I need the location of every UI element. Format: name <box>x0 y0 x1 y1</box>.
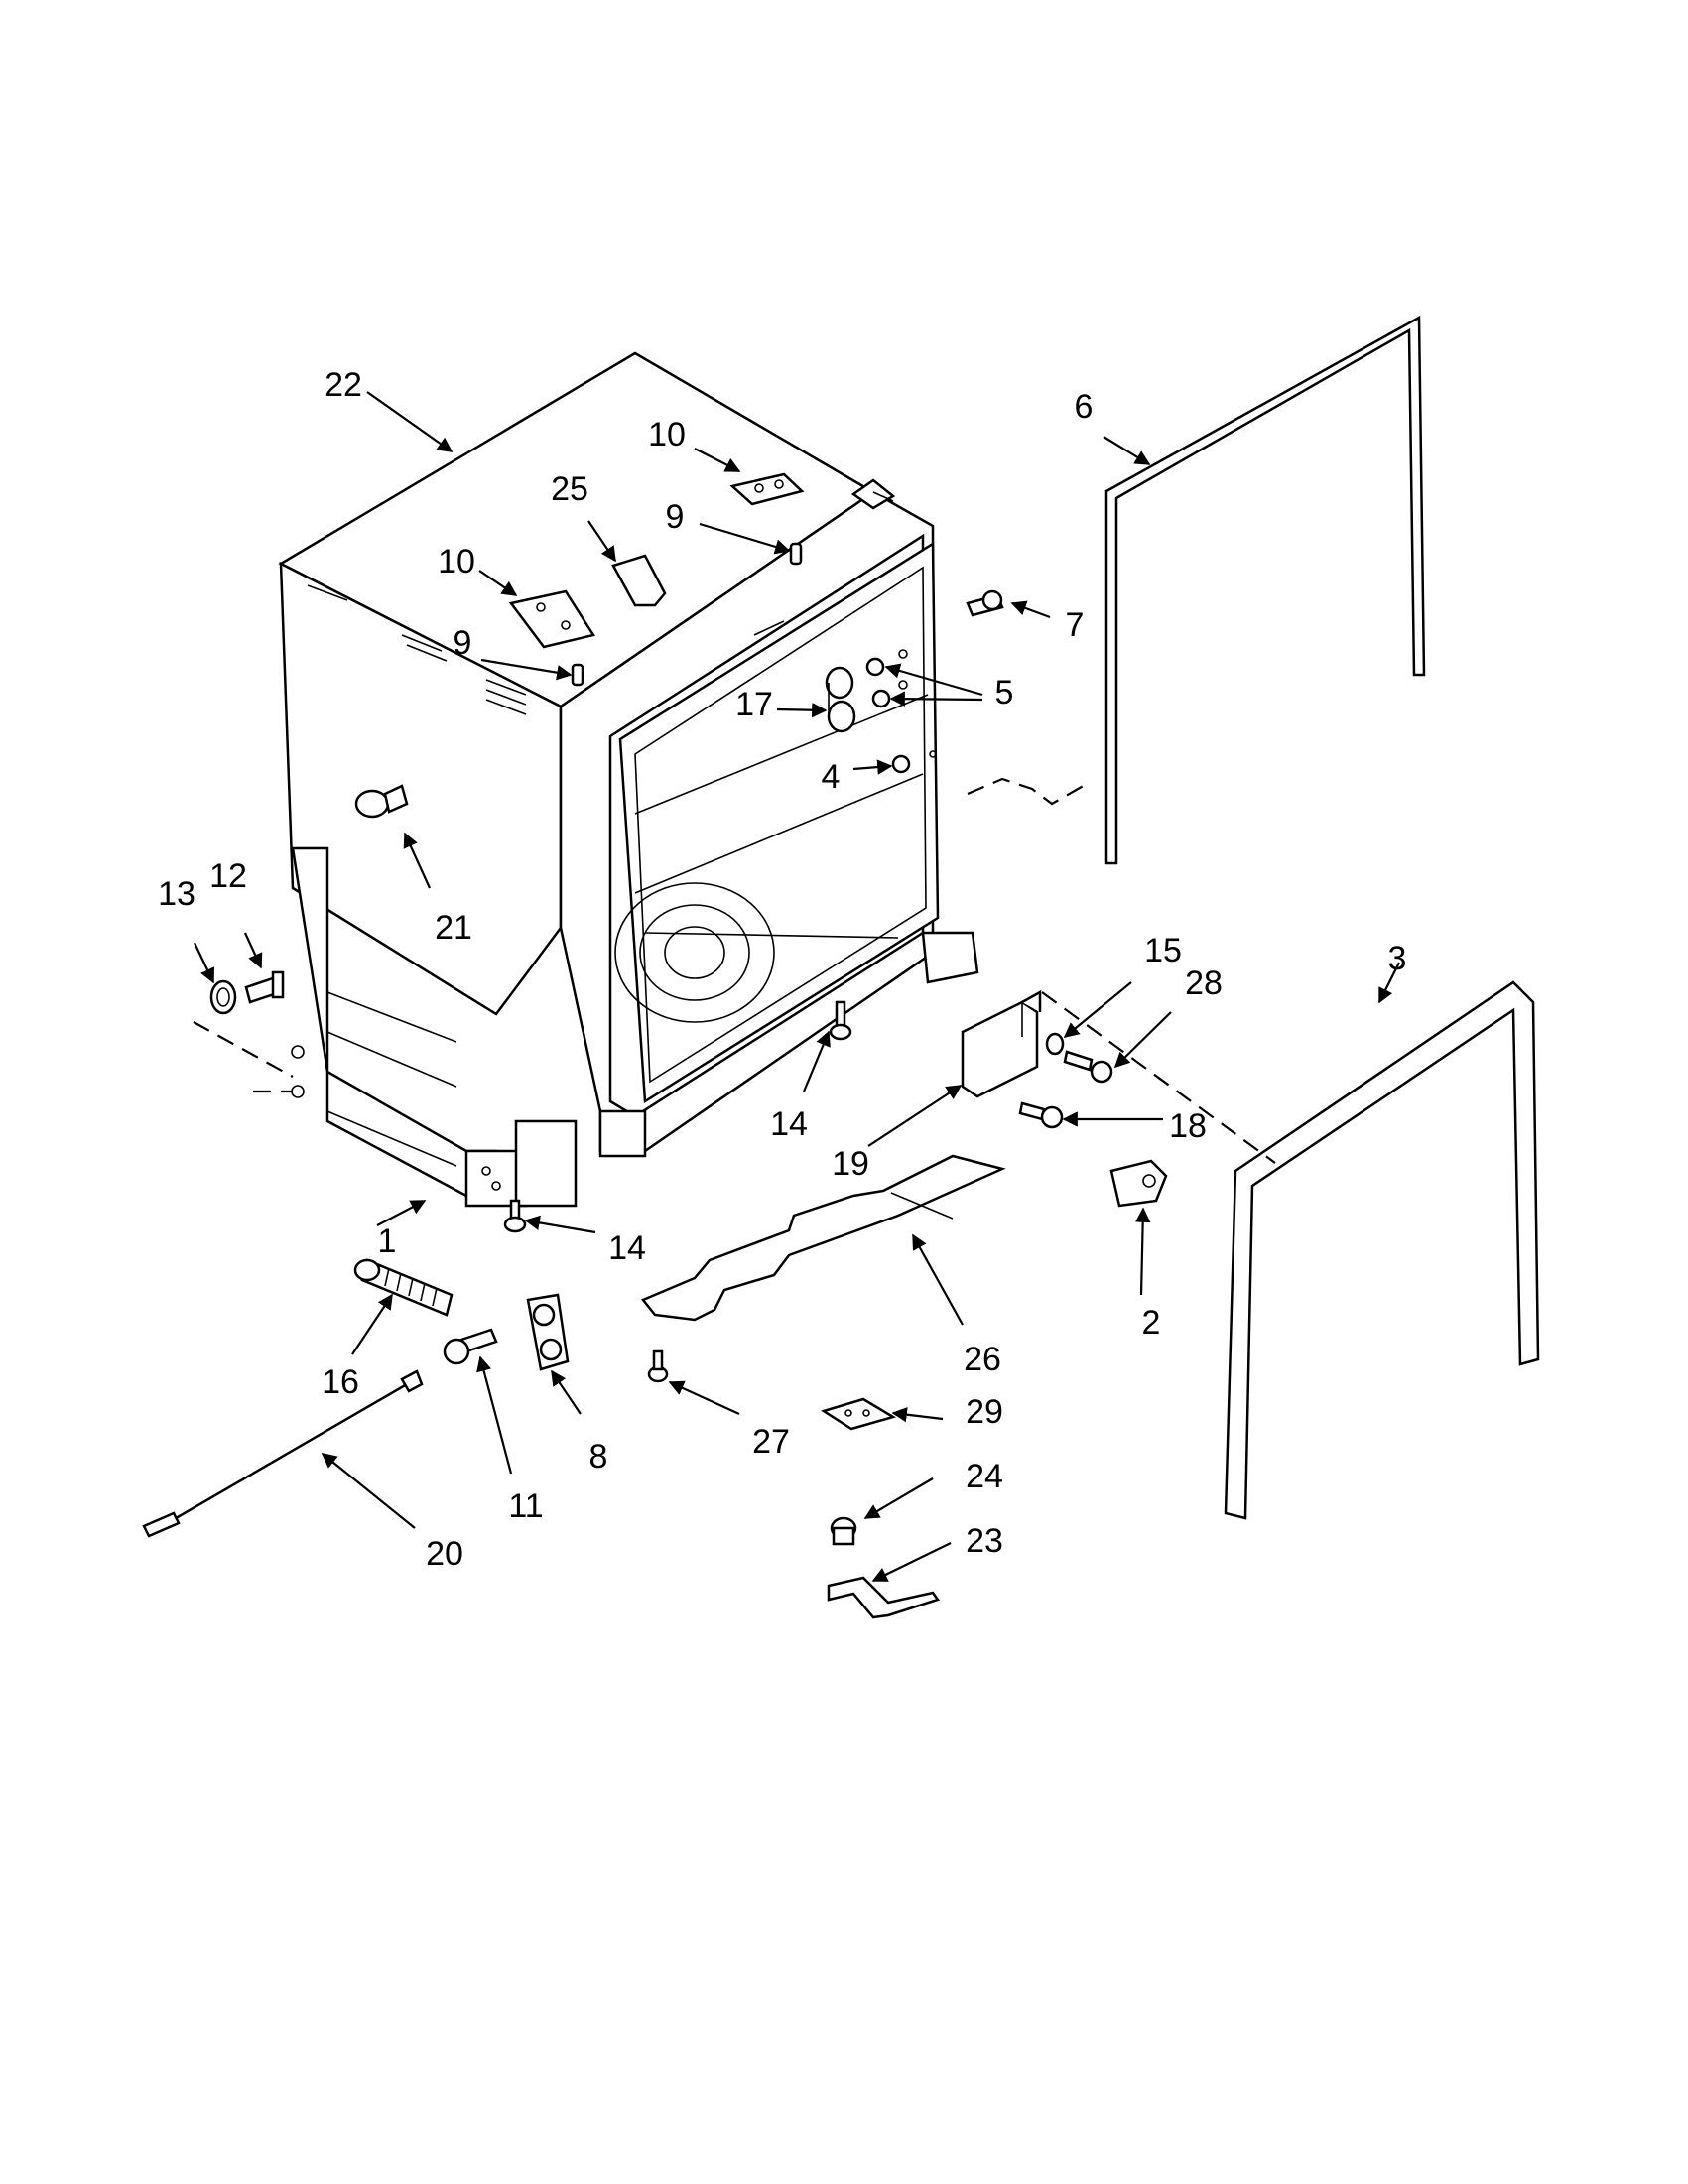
spacers-5 <box>865 649 908 708</box>
clip-2 <box>1109 1159 1168 1208</box>
callout-10-lower: 10 <box>438 543 475 580</box>
switch-24 <box>830 1516 857 1546</box>
callout-9-upper: 9 <box>666 498 685 536</box>
bracket-8 <box>526 1293 570 1371</box>
callout-28: 28 <box>1185 964 1223 1002</box>
callout-16: 16 <box>322 1363 359 1401</box>
tub-assembly <box>278 351 979 1158</box>
callout-3: 3 <box>1388 940 1407 977</box>
callout-19: 19 <box>832 1145 869 1183</box>
callout-7: 7 <box>1066 606 1085 644</box>
leveler-lower <box>503 1199 527 1233</box>
callout-20: 20 <box>426 1535 463 1573</box>
screw-12 <box>244 970 285 1004</box>
callout-5: 5 <box>995 674 1014 711</box>
callout-24: 24 <box>966 1458 1003 1495</box>
callout-8: 8 <box>589 1438 608 1476</box>
callout-12: 12 <box>209 857 247 895</box>
clip-29 <box>821 1397 897 1431</box>
callout-13: 13 <box>158 875 195 913</box>
callout-17: 17 <box>735 686 773 723</box>
hinge-bracket-upper <box>729 472 805 506</box>
leader-lines <box>194 391 1400 1582</box>
nut-4 <box>891 750 937 774</box>
callout-14-lower: 14 <box>608 1229 646 1267</box>
washer-15 <box>1045 1032 1065 1056</box>
spring-16 <box>353 1258 454 1317</box>
callout-27: 27 <box>752 1423 790 1461</box>
callout-26: 26 <box>964 1341 1001 1378</box>
screw-18 <box>1018 1101 1064 1129</box>
hinge-part-17 <box>825 666 856 733</box>
callout-18: 18 <box>1169 1107 1207 1145</box>
hinge-bracket-lower <box>508 589 595 649</box>
base-frame <box>193 846 578 1208</box>
callout-25: 25 <box>551 470 588 508</box>
callout-22: 22 <box>325 366 362 404</box>
callout-21: 21 <box>435 909 472 947</box>
tub-clip <box>611 554 667 607</box>
callout-4: 4 <box>822 758 841 796</box>
foot-27 <box>647 1349 669 1383</box>
callout-2: 2 <box>1142 1304 1161 1342</box>
screw-11 <box>443 1328 498 1365</box>
ground-wire-20 <box>142 1369 424 1538</box>
callout-14-upper: 14 <box>770 1105 808 1143</box>
mounting-bracket-19 <box>961 989 1042 1098</box>
callout-6: 6 <box>1075 388 1094 426</box>
screw-7 <box>966 589 1004 617</box>
callout-11: 11 <box>508 1487 543 1525</box>
callout-labels: 22 10 25 9 10 9 6 7 5 17 4 21 13 12 15 2… <box>158 366 1406 1573</box>
bracket-23 <box>827 1576 941 1619</box>
floor-plate-26 <box>640 1154 1006 1322</box>
screw-28 <box>1063 1050 1113 1084</box>
plug-21 <box>354 784 409 819</box>
bottom-seal <box>1041 980 1540 1520</box>
callout-15: 15 <box>1144 932 1182 969</box>
callout-10-upper: 10 <box>648 416 686 453</box>
callout-23: 23 <box>966 1522 1003 1560</box>
leveler-upper <box>829 1000 852 1041</box>
door-side-seal <box>967 315 1426 865</box>
screw-upper <box>789 542 803 566</box>
callout-29: 29 <box>966 1393 1003 1431</box>
callout-9-lower: 9 <box>454 624 472 662</box>
nut-13 <box>209 979 237 1015</box>
callout-1: 1 <box>378 1222 397 1260</box>
screw-lower <box>571 663 584 687</box>
